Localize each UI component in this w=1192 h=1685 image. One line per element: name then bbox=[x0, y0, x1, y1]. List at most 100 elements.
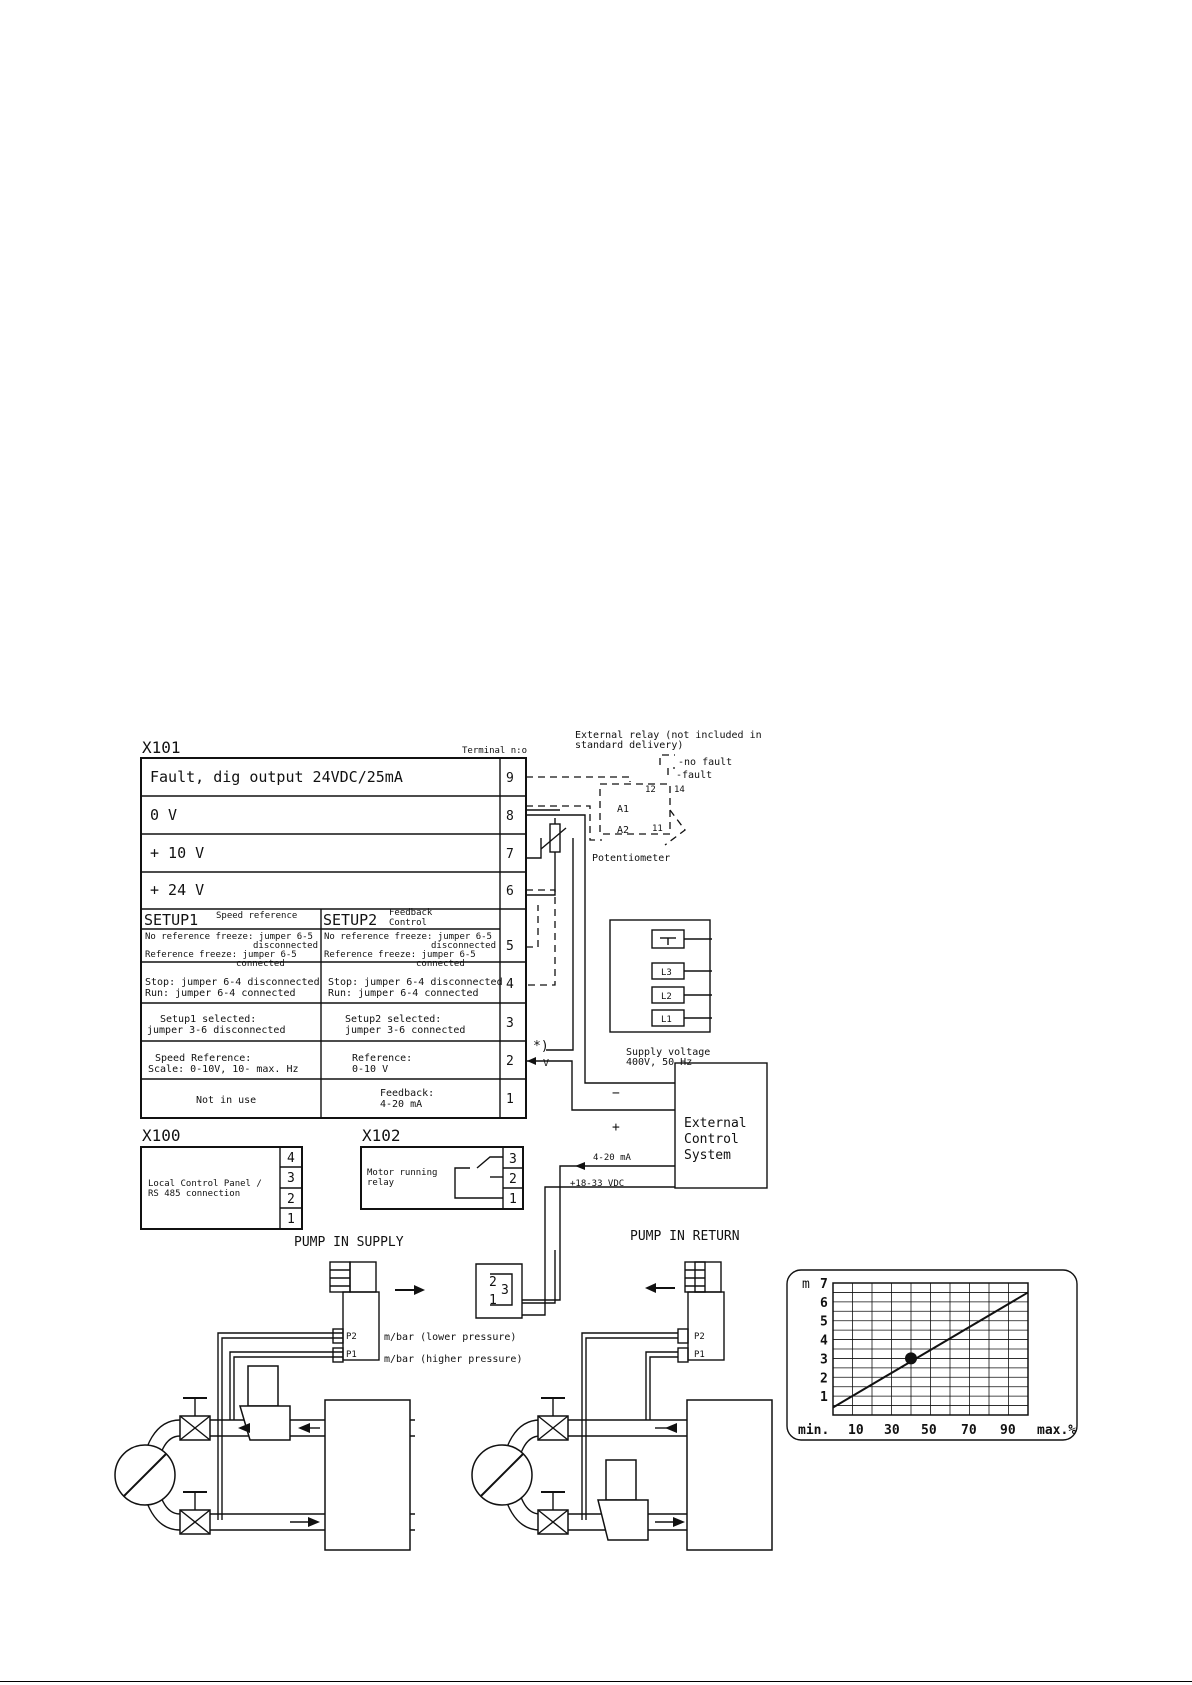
sensor-connector: 2 3 1 bbox=[475, 1263, 523, 1319]
x102-title: X102 bbox=[362, 1126, 401, 1145]
chart-x-tick: max.% bbox=[1037, 1423, 1076, 1438]
t5-right-3: Reference freeze: jumper 6-5 bbox=[324, 950, 476, 960]
chart-y-tick: 1 bbox=[820, 1390, 828, 1405]
x100-title: X100 bbox=[142, 1126, 181, 1145]
ecs-line-2: Control bbox=[684, 1132, 739, 1147]
x102-text-2: relay bbox=[367, 1178, 395, 1188]
chart-series-line bbox=[832, 1291, 1029, 1409]
t4-right-2: Run: jumper 6-4 connected bbox=[328, 988, 479, 999]
terminal-1: 1 bbox=[506, 1092, 514, 1107]
supply-block: L3 L2 L1 Supply voltage 400V, 50 Hz bbox=[609, 919, 712, 1068]
relay-note-1: External relay (not included in bbox=[575, 730, 762, 741]
t3-right-1: Setup2 selected: bbox=[345, 1014, 441, 1025]
pump-in-supply-diagram: P2 P1 m/bar (lower pressure) m/bar (high… bbox=[114, 1250, 556, 1551]
return-pump-icon bbox=[605, 1459, 637, 1501]
fault-label: -fault bbox=[676, 770, 712, 781]
t5-right-1: No reference freeze: jumper 6-5 bbox=[324, 932, 492, 942]
x100-block: X100 4 3 2 1 Local Control Panel / RS 48… bbox=[140, 1126, 303, 1230]
relay-c12: 12 bbox=[645, 785, 656, 795]
signal-vdc: +18-33 VDC bbox=[570, 1179, 624, 1189]
setup2-subtitle-1: Feedback bbox=[389, 908, 433, 918]
chart-y-tick: 2 bbox=[820, 1371, 828, 1386]
chart-y-tick: 5 bbox=[820, 1315, 828, 1330]
t1-right-2: 4-20 mA bbox=[380, 1099, 422, 1110]
t5-right-4: connected bbox=[416, 959, 465, 969]
chart-x-tick: 10 bbox=[848, 1423, 864, 1438]
t5-right-2: disconnected bbox=[431, 941, 496, 951]
setup2-subtitle-2: Control bbox=[389, 918, 427, 928]
supply-p1-label: P1 bbox=[346, 1350, 357, 1360]
x102-terminal-2: 2 bbox=[509, 1172, 517, 1187]
relay-c11: 11 bbox=[652, 824, 663, 834]
t1-left-1: Not in use bbox=[196, 1095, 256, 1106]
return-p2-label: P2 bbox=[694, 1332, 705, 1342]
supply-l3: L3 bbox=[661, 968, 672, 978]
x100-terminal-2: 2 bbox=[287, 1192, 295, 1207]
terminal-6: 6 bbox=[506, 884, 514, 899]
ecs-line-3: System bbox=[684, 1148, 731, 1163]
t2-right-1: Reference: bbox=[352, 1053, 412, 1064]
relay-c14: 14 bbox=[674, 785, 685, 795]
connector-pin-1: 1 bbox=[489, 1293, 497, 1308]
terminal-wiring: *) V − + bbox=[526, 776, 675, 1135]
x101-block: X101 Terminal n:o Fault, dig output 24VD… bbox=[140, 738, 527, 1119]
terminal-7: 7 bbox=[506, 847, 514, 862]
chart-y-tick: 7 bbox=[820, 1277, 828, 1292]
supply-label-1: Supply voltage bbox=[626, 1047, 710, 1058]
connector-pin-2: 2 bbox=[489, 1275, 497, 1290]
connector-pin-3: 3 bbox=[501, 1283, 509, 1298]
t4-left-2: Run: jumper 6-4 connected bbox=[145, 988, 296, 999]
chart-x-tick: 30 bbox=[884, 1423, 900, 1438]
chart-x-tick: 70 bbox=[961, 1423, 977, 1438]
supply-heat-exchanger bbox=[324, 1399, 411, 1551]
return-p1-label: P1 bbox=[694, 1350, 705, 1360]
chart-operating-point bbox=[905, 1352, 917, 1365]
potentiometer-label: Potentiometer bbox=[592, 853, 670, 864]
t3-left-1: Setup1 selected: bbox=[160, 1014, 256, 1025]
terminal-2: 2 bbox=[506, 1054, 514, 1069]
t5-left-3: Reference freeze: jumper 6-5 bbox=[145, 950, 297, 960]
supply-l1: L1 bbox=[661, 1015, 672, 1025]
pump-in-supply-title: PUMP IN SUPPLY bbox=[294, 1235, 404, 1250]
plus-label: + bbox=[612, 1120, 620, 1135]
external-control-system: External Control System 4-20 mA +18-33 V… bbox=[522, 1062, 768, 1316]
row-label-fault: Fault, dig output 24VDC/25mA bbox=[150, 768, 403, 786]
supply-l2: L2 bbox=[661, 992, 672, 1002]
x102-terminal-1: 1 bbox=[509, 1192, 517, 1207]
chart-x-tick: 50 bbox=[921, 1423, 937, 1438]
relay-a2: A2 bbox=[617, 825, 629, 836]
supply-label-2: 400V, 50 Hz bbox=[626, 1057, 692, 1068]
v-label: V bbox=[543, 1058, 549, 1069]
x100-terminal-4: 4 bbox=[287, 1151, 295, 1166]
supply-p2-label: P2 bbox=[346, 1332, 357, 1342]
supply-higher-pressure: m/bar (higher pressure) bbox=[384, 1354, 522, 1365]
terminal-8: 8 bbox=[506, 809, 514, 824]
chart-x-tick: min. bbox=[798, 1423, 829, 1438]
supply-lower-pressure: m/bar (lower pressure) bbox=[384, 1332, 516, 1343]
x101-title: X101 bbox=[142, 738, 181, 757]
signal-4-20: 4-20 mA bbox=[593, 1153, 632, 1163]
x100-text-2: RS 485 connection bbox=[148, 1189, 240, 1199]
t2-right-2: 0-10 V bbox=[352, 1064, 388, 1075]
row-label-24v: + 24 V bbox=[150, 881, 204, 899]
flow-arrows bbox=[395, 1283, 675, 1295]
t3-left-2: jumper 3-6 disconnected bbox=[147, 1025, 285, 1036]
t1-right-1: Feedback: bbox=[380, 1088, 434, 1099]
t2-left-2: Scale: 0-10V, 10- max. Hz bbox=[148, 1064, 299, 1075]
relay-note-2: standard delivery) bbox=[575, 740, 683, 751]
t2-left-1: Speed Reference: bbox=[155, 1053, 251, 1064]
no-fault-label: -no fault bbox=[678, 757, 732, 768]
page-bottom-rule bbox=[0, 1681, 1192, 1682]
return-heat-exchanger bbox=[686, 1399, 773, 1551]
chart-y-tick: 4 bbox=[820, 1334, 828, 1349]
supply-pump-icon bbox=[247, 1365, 279, 1407]
x101-frame bbox=[140, 757, 527, 1119]
t5-left-2: disconnected bbox=[253, 941, 318, 951]
x100-terminal-3: 3 bbox=[287, 1171, 295, 1186]
chart-y-tick: 3 bbox=[820, 1352, 828, 1367]
asterisk-note: *) bbox=[533, 1039, 549, 1054]
terminal-9: 9 bbox=[506, 771, 514, 786]
pump-in-return-diagram: P2 P1 bbox=[471, 1261, 773, 1551]
row-label-10v: + 10 V bbox=[150, 844, 204, 862]
